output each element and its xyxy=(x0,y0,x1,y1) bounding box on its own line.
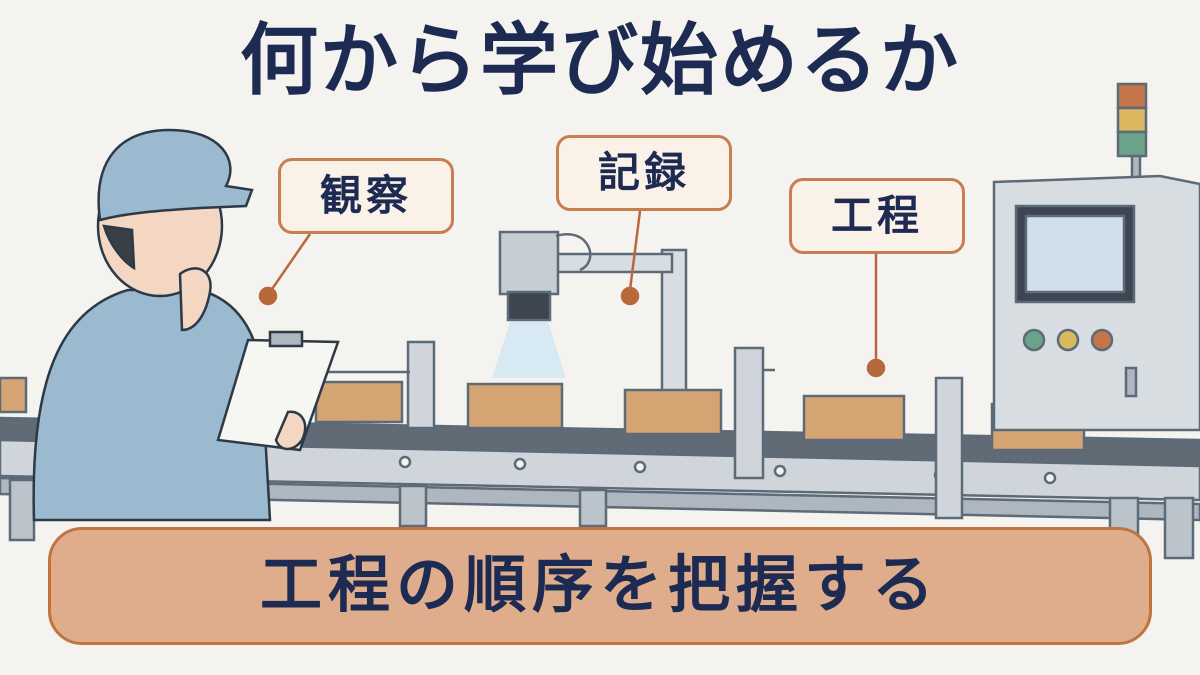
tag-record: 記録 xyxy=(556,135,732,211)
page-title: 何から学び始めるか xyxy=(239,16,960,106)
cardboard-box-icon xyxy=(466,382,564,430)
cardboard-box-icon xyxy=(802,394,906,442)
tag-pointers xyxy=(258,210,886,378)
clipboard-icon xyxy=(216,330,340,452)
worker-figure xyxy=(32,128,340,522)
control-panel-icon xyxy=(992,174,1200,432)
tag-process: 工程 xyxy=(789,178,965,254)
cardboard-box-icon xyxy=(0,376,28,414)
tag-observe: 観察 xyxy=(278,158,454,234)
bottom-banner: 工程の順序を把握する xyxy=(48,527,1152,645)
cardboard-box-icon xyxy=(623,388,723,436)
cardboard-box-icon xyxy=(314,380,404,424)
boxes xyxy=(0,376,1086,452)
